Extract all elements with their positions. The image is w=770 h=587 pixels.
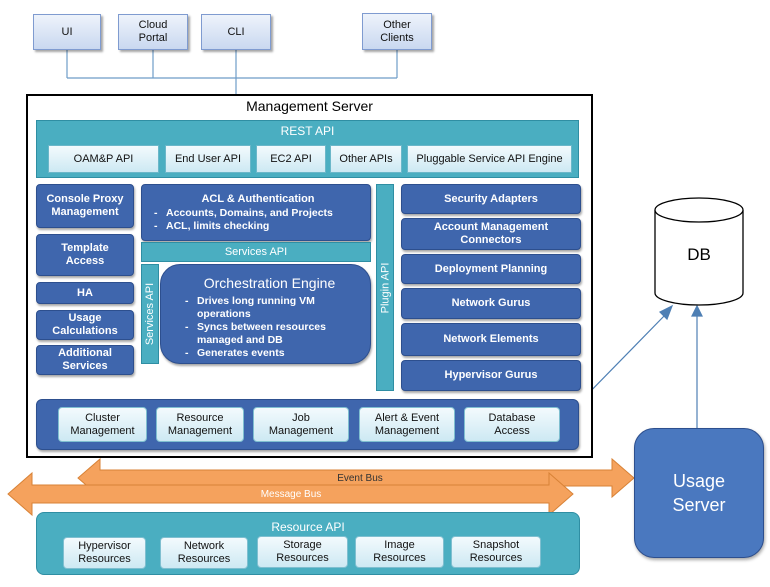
usage-db-arrowhead	[691, 304, 703, 317]
plugin-api-bar: Plugin API	[376, 184, 394, 391]
module-network-gurus: Network Gurus	[401, 288, 581, 319]
module-alert-event-management: Alert & Event Management	[359, 407, 455, 442]
orchestration-title: Orchestration Engine	[203, 275, 336, 291]
module-resource-management: Resource Management	[156, 407, 244, 442]
module-cluster-management: Cluster Management	[58, 407, 147, 442]
module-security-adapters: Security Adapters	[401, 184, 581, 214]
rest-api-title: REST API	[280, 124, 335, 138]
resource-snapshot: Snapshot Resources	[451, 536, 541, 568]
resource-storage: Storage Resources	[257, 536, 348, 568]
rest-api-pluggable-engine: Pluggable Service API Engine	[407, 145, 572, 173]
module-hypervisor-gurus: Hypervisor Gurus	[401, 360, 581, 391]
client-ui: UI	[33, 14, 101, 50]
module-job-management: Job Management	[253, 407, 349, 442]
management-server-title: Management Server	[246, 98, 373, 114]
services-api-vertical-label: Services API	[144, 282, 157, 346]
acl-title: ACL & Authentication	[201, 193, 315, 205]
acl-authentication-box: ACL & Authentication Accounts, Domains, …	[141, 184, 371, 241]
db-link-line	[579, 312, 668, 403]
message-bus-arrow	[7, 471, 574, 517]
module-deployment-planning: Deployment Planning	[401, 254, 581, 284]
plugin-api-label: Plugin API	[379, 262, 392, 313]
module-database-access: Database Access	[464, 407, 560, 442]
resource-hypervisor: Hypervisor Resources	[63, 537, 146, 569]
message-bus-label: Message Bus	[260, 488, 322, 500]
orchestration-item: Generates events	[185, 347, 360, 360]
resource-image: Image Resources	[355, 536, 444, 568]
services-api-bar: Services API	[141, 242, 371, 262]
orchestration-item: Drives long running VM operations	[185, 295, 360, 321]
rest-api-other: Other APIs	[330, 145, 402, 173]
acl-item: Accounts, Domains, and Projects	[154, 207, 364, 220]
resource-network: Network Resources	[160, 537, 248, 569]
rest-api-end-user: End User API	[165, 145, 251, 173]
services-api-label: Services API	[224, 246, 288, 258]
db-label: DB	[687, 245, 711, 264]
db-link-arrowhead	[658, 304, 674, 321]
acl-item: ACL, limits checking	[154, 220, 364, 233]
module-template-access: Template Access	[36, 234, 134, 276]
usage-server: Usage Server	[634, 428, 764, 558]
rest-api-oamp: OAM&P API	[48, 145, 159, 173]
resource-api-title: Resource API	[271, 520, 345, 534]
module-usage-calculations: Usage Calculations	[36, 310, 134, 340]
module-network-elements: Network Elements	[401, 323, 581, 356]
module-additional-services: Additional Services	[36, 345, 134, 375]
orchestration-item: Syncs between resources managed and DB	[185, 321, 360, 347]
module-account-management-connectors: Account Management Connectors	[401, 218, 581, 250]
client-cloud-portal: Cloud Portal	[118, 14, 188, 50]
services-api-vertical-bar: Services API	[141, 264, 159, 364]
module-console-proxy-management: Console Proxy Management	[36, 184, 134, 228]
orchestration-engine-box: Orchestration Engine Drives long running…	[160, 264, 371, 364]
module-ha: HA	[36, 282, 134, 304]
rest-api-ec2: EC2 API	[256, 145, 326, 173]
event-bus-label: Event Bus	[337, 472, 383, 484]
client-cli: CLI	[201, 14, 271, 50]
client-other-clients: Other Clients	[362, 13, 432, 50]
